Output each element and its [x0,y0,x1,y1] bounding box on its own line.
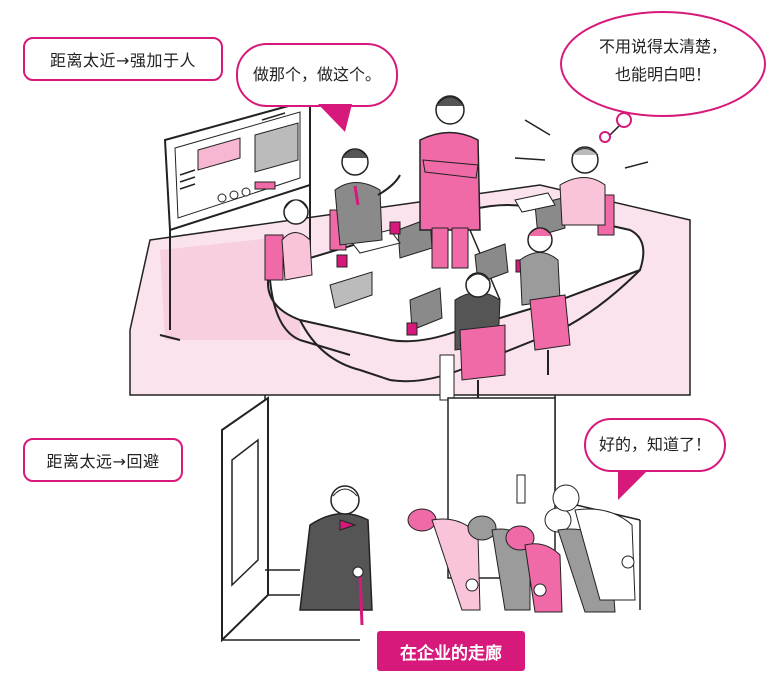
bowing-employee-3 [505,525,563,613]
thought-bubble [560,11,766,143]
seated-man-front [439,272,506,408]
thought-text-line-1: 不用说得太清楚， [598,37,727,56]
thought-text-line-2: 也能明白吧！ [614,65,711,84]
whiteboard [159,98,311,341]
speech-bubble-boss [236,43,398,132]
label-too-far: 距离太远→回避 [23,438,183,482]
older-man-thinking [559,146,615,236]
talking-manager [329,148,401,251]
standing-man-arms-crossed [419,95,481,269]
reply-speech-text: 好的，知道了！ [598,435,711,454]
seated-woman-center [519,227,571,375]
bowing-employee-5 [552,484,636,601]
speech-bubble-reply [584,418,726,500]
seated-woman-left [264,199,313,281]
executive-with-cane [299,485,373,626]
scene-caption: 在企业的走廊 [377,631,525,671]
boss-speech-text: 做那个，做这个。 [252,65,381,84]
bowing-employee-1 [407,508,481,611]
label-too-close: 距离太近→强加于人 [23,37,223,81]
